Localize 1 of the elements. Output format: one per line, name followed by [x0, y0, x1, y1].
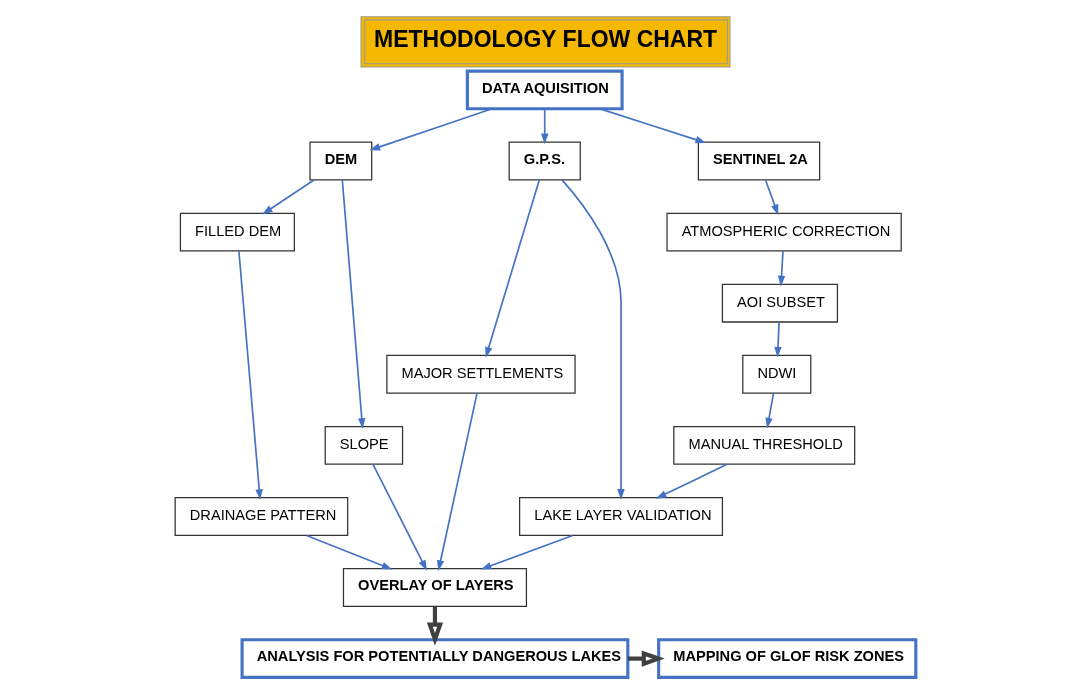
diagram-title: METHODOLOGY FLOW CHART: [374, 25, 718, 52]
